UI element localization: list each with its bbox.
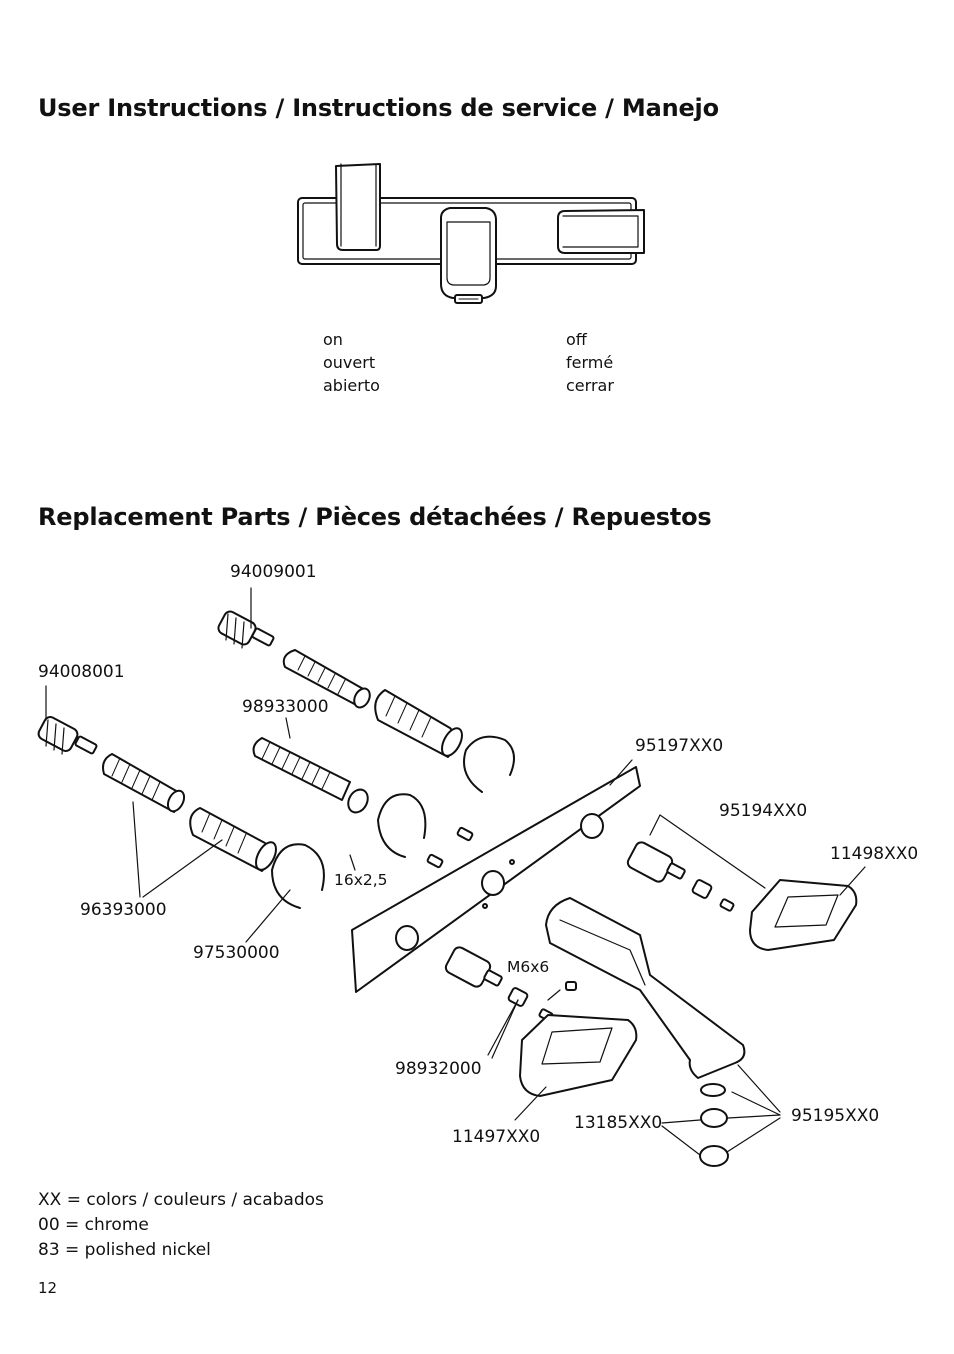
cartridge-98932000	[444, 946, 554, 1022]
part-label-13185: 13185XX0	[574, 1113, 663, 1133]
handle-11498XX0	[749, 879, 858, 951]
legend-line: XX = colors / couleurs / acabados	[38, 1190, 324, 1210]
section-heading-replacement-parts: Replacement Parts / Pièces détachées / R…	[38, 503, 712, 531]
part-label-screw: M6x6	[507, 958, 550, 976]
legend-line: 00 = chrome	[38, 1215, 149, 1235]
on-label-fr: ouvert	[323, 353, 376, 372]
extension-tube-98933000	[252, 737, 369, 814]
faucet-operation-diagram	[297, 163, 645, 304]
small-screw	[426, 853, 444, 869]
part-label-96393000: 96393000	[80, 900, 167, 920]
part-label-95194: 95194XX0	[719, 801, 808, 821]
cartridge-95194XX0	[626, 841, 735, 912]
part-label-94009001: 94009001	[230, 562, 317, 582]
small-screw	[456, 826, 474, 842]
handle-11497XX0	[519, 1014, 638, 1097]
extension-tube-96393000	[102, 753, 186, 813]
part-label-98932000: 98932000	[395, 1059, 482, 1079]
spout	[440, 207, 497, 304]
handle-on-position	[335, 163, 381, 251]
section-heading-user-instructions: User Instructions / Instructions de serv…	[38, 94, 719, 122]
on-label-en: on	[323, 330, 343, 349]
off-label-fr: fermé	[566, 353, 614, 372]
part-label-11497: 11497XX0	[452, 1127, 541, 1147]
cartridge-94009001	[217, 610, 275, 649]
spout-95195XX0	[545, 897, 746, 1079]
part-label-98933000: 98933000	[242, 697, 329, 717]
off-labels: off fermé cerrar	[566, 328, 614, 397]
leader-lines	[45, 587, 866, 1156]
extension-tube	[282, 649, 371, 709]
snap-ring-97530000	[271, 843, 325, 909]
handle-off-position	[557, 209, 645, 254]
snap-ring	[463, 735, 515, 793]
cartridge-94008001	[37, 716, 98, 755]
on-labels: on ouvert abierto	[323, 328, 380, 397]
part-label-97530000: 97530000	[193, 943, 280, 963]
part-label-95197: 95197XX0	[635, 736, 724, 756]
aerator-parts-13185XX0	[699, 1083, 729, 1167]
extension-tube-96393000	[189, 807, 277, 872]
on-label-es: abierto	[323, 376, 380, 395]
extension-tube	[374, 689, 463, 758]
off-label-en: off	[566, 330, 587, 349]
part-label-seal: 16x2,5	[334, 871, 388, 889]
mounting-plate-95197XX0	[351, 766, 641, 993]
snap-ring	[377, 793, 427, 858]
legend-line: 83 = polished nickel	[38, 1240, 211, 1260]
color-legend: XX = colors / couleurs / acabados 00 = c…	[38, 1188, 324, 1263]
page-number: 12	[38, 1279, 58, 1297]
off-label-es: cerrar	[566, 376, 614, 395]
part-label-11498: 11498XX0	[830, 844, 919, 864]
screw-M6x6	[565, 981, 577, 991]
part-label-94008001: 94008001	[38, 662, 125, 682]
part-label-95195: 95195XX0	[791, 1106, 880, 1126]
